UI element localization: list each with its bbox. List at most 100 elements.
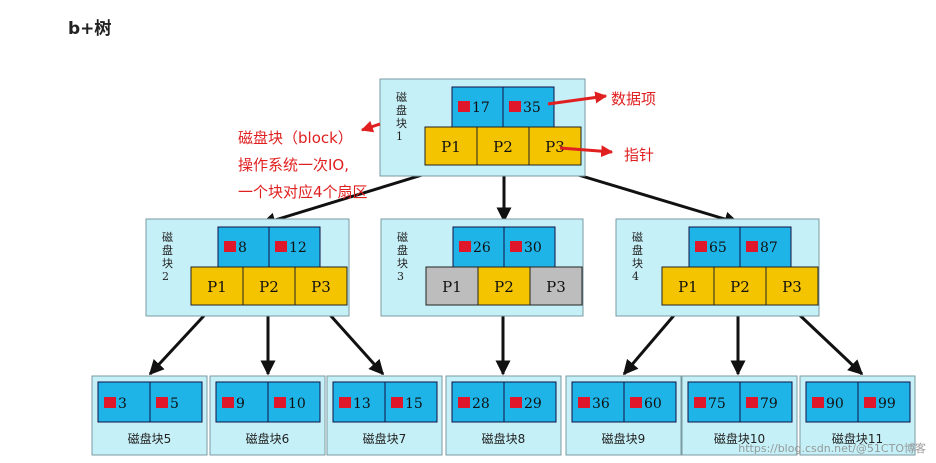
middle-pointer-label: P1: [678, 278, 698, 296]
middle-pointer-label: P3: [782, 278, 802, 296]
middle-pointer-cell: [477, 266, 531, 306]
tree-edge-arrow: [148, 304, 215, 376]
middle-key-marker: [275, 241, 287, 252]
leaf-node: 90 99 磁盘块11: [799, 375, 916, 456]
middle-pointer-cell: [425, 266, 479, 306]
leaf-key-value: 9: [236, 396, 245, 412]
leaf-label: 磁盘块8: [482, 431, 526, 446]
root-key-value: 35: [523, 100, 541, 116]
leaf-key-value: 10: [288, 396, 306, 412]
leaf-label: 磁盘块10: [714, 431, 765, 446]
leaf-node: 28 29 磁盘块8: [445, 375, 562, 456]
leaf-key-marker: [510, 397, 522, 408]
middle-pointer-label: P2: [494, 278, 514, 296]
leaf-label: 磁盘块5: [128, 431, 172, 446]
middle-key-value: 65: [709, 240, 727, 256]
root-key-marker: [509, 101, 521, 112]
tree-edge-arrow: [622, 305, 684, 376]
leaf-key-value: 29: [524, 396, 542, 412]
leaf-key-value: 3: [118, 396, 127, 412]
root-key-marker: [458, 101, 470, 112]
leaf-label: 磁盘块9: [602, 431, 646, 446]
annotation-block-line1: 磁盘块（block）: [238, 129, 353, 147]
root-key-value: 17: [472, 100, 490, 116]
middle-key-value: 8: [238, 240, 247, 256]
middle-pointer-cell: [765, 266, 819, 306]
annotation-arrow: [559, 145, 614, 158]
leaf-key-value: 99: [878, 396, 896, 412]
middle-pointer-cell: [661, 266, 715, 306]
leaf-key-value: 90: [826, 396, 844, 412]
annotation-block-line3: 一个块对应4个扇区: [238, 183, 368, 201]
annotation-arrow: [360, 120, 381, 133]
middle-key-marker: [746, 241, 758, 252]
root-pointer-label: P3: [545, 138, 565, 156]
leaf-key-marker: [694, 397, 706, 408]
leaf-key-value: 13: [353, 396, 371, 412]
middle-key-marker: [459, 241, 471, 252]
leaf-key-marker: [746, 397, 758, 408]
middle-pointer-label: P1: [207, 278, 227, 296]
leaf-node: 75 79 磁盘块10: [681, 375, 798, 456]
leaf-key-cell: [384, 381, 438, 423]
leaf-node: 3 5 磁盘块5: [91, 375, 208, 456]
middle-key-value: 87: [760, 240, 778, 256]
root-pointer-cell: [476, 126, 530, 166]
leaf-key-value: 79: [760, 396, 778, 412]
middle-key-value: 12: [289, 240, 307, 256]
tree-edge-arrow: [320, 304, 385, 376]
leaf-key-marker: [391, 397, 403, 408]
leaf-key-marker: [104, 397, 116, 408]
root-key-cell: [502, 86, 555, 128]
leaf-key-marker: [222, 397, 234, 408]
middle-key-value: 30: [524, 240, 542, 256]
leaf-label: 磁盘块11: [832, 431, 883, 446]
tree-edge-arrow: [788, 304, 864, 376]
page-title: b+树: [68, 19, 112, 39]
leaf-key-value: 75: [708, 396, 726, 412]
middle-pointer-label: P1: [442, 278, 462, 296]
middle-pointer-label: P3: [311, 278, 331, 296]
watermark: https://blog.csdn.net/@51CTO博客: [738, 441, 926, 455]
leaf-key-marker: [458, 397, 470, 408]
leaf-key-marker: [339, 397, 351, 408]
middle-key-marker: [510, 241, 522, 252]
leaf-key-marker: [274, 397, 286, 408]
middle-key-marker: [224, 241, 236, 252]
leaf-node: 9 10 磁盘块6: [209, 375, 326, 456]
middle-pointer-label: P3: [546, 278, 566, 296]
middle-pointer-cell: [713, 266, 767, 306]
middle-pointer-cell: [294, 266, 348, 306]
leaf-label: 磁盘块6: [246, 431, 290, 446]
tree-edge-arrow: [554, 166, 740, 227]
middle-pointer-cell: [190, 266, 244, 306]
leaf-key-marker: [812, 397, 824, 408]
leaf-key-marker: [864, 397, 876, 408]
middle-key-value: 26: [473, 240, 491, 256]
middle-key-marker: [695, 241, 707, 252]
leaf-key-value: 15: [405, 396, 423, 412]
leaf-key-value: 28: [472, 396, 490, 412]
leaf-key-value: 36: [592, 396, 610, 412]
annotation-arrow: [547, 91, 608, 106]
root-pointer-label: P1: [441, 138, 461, 156]
leaf-key-value: 5: [170, 396, 179, 412]
annotation-block-line2: 操作系统一次IO,: [238, 156, 349, 174]
annotation-data-item: 数据项: [611, 90, 656, 108]
middle-pointer-label: P2: [259, 278, 279, 296]
root-pointer-label: P2: [493, 138, 513, 156]
annotation-pointer: 指针: [624, 146, 654, 164]
